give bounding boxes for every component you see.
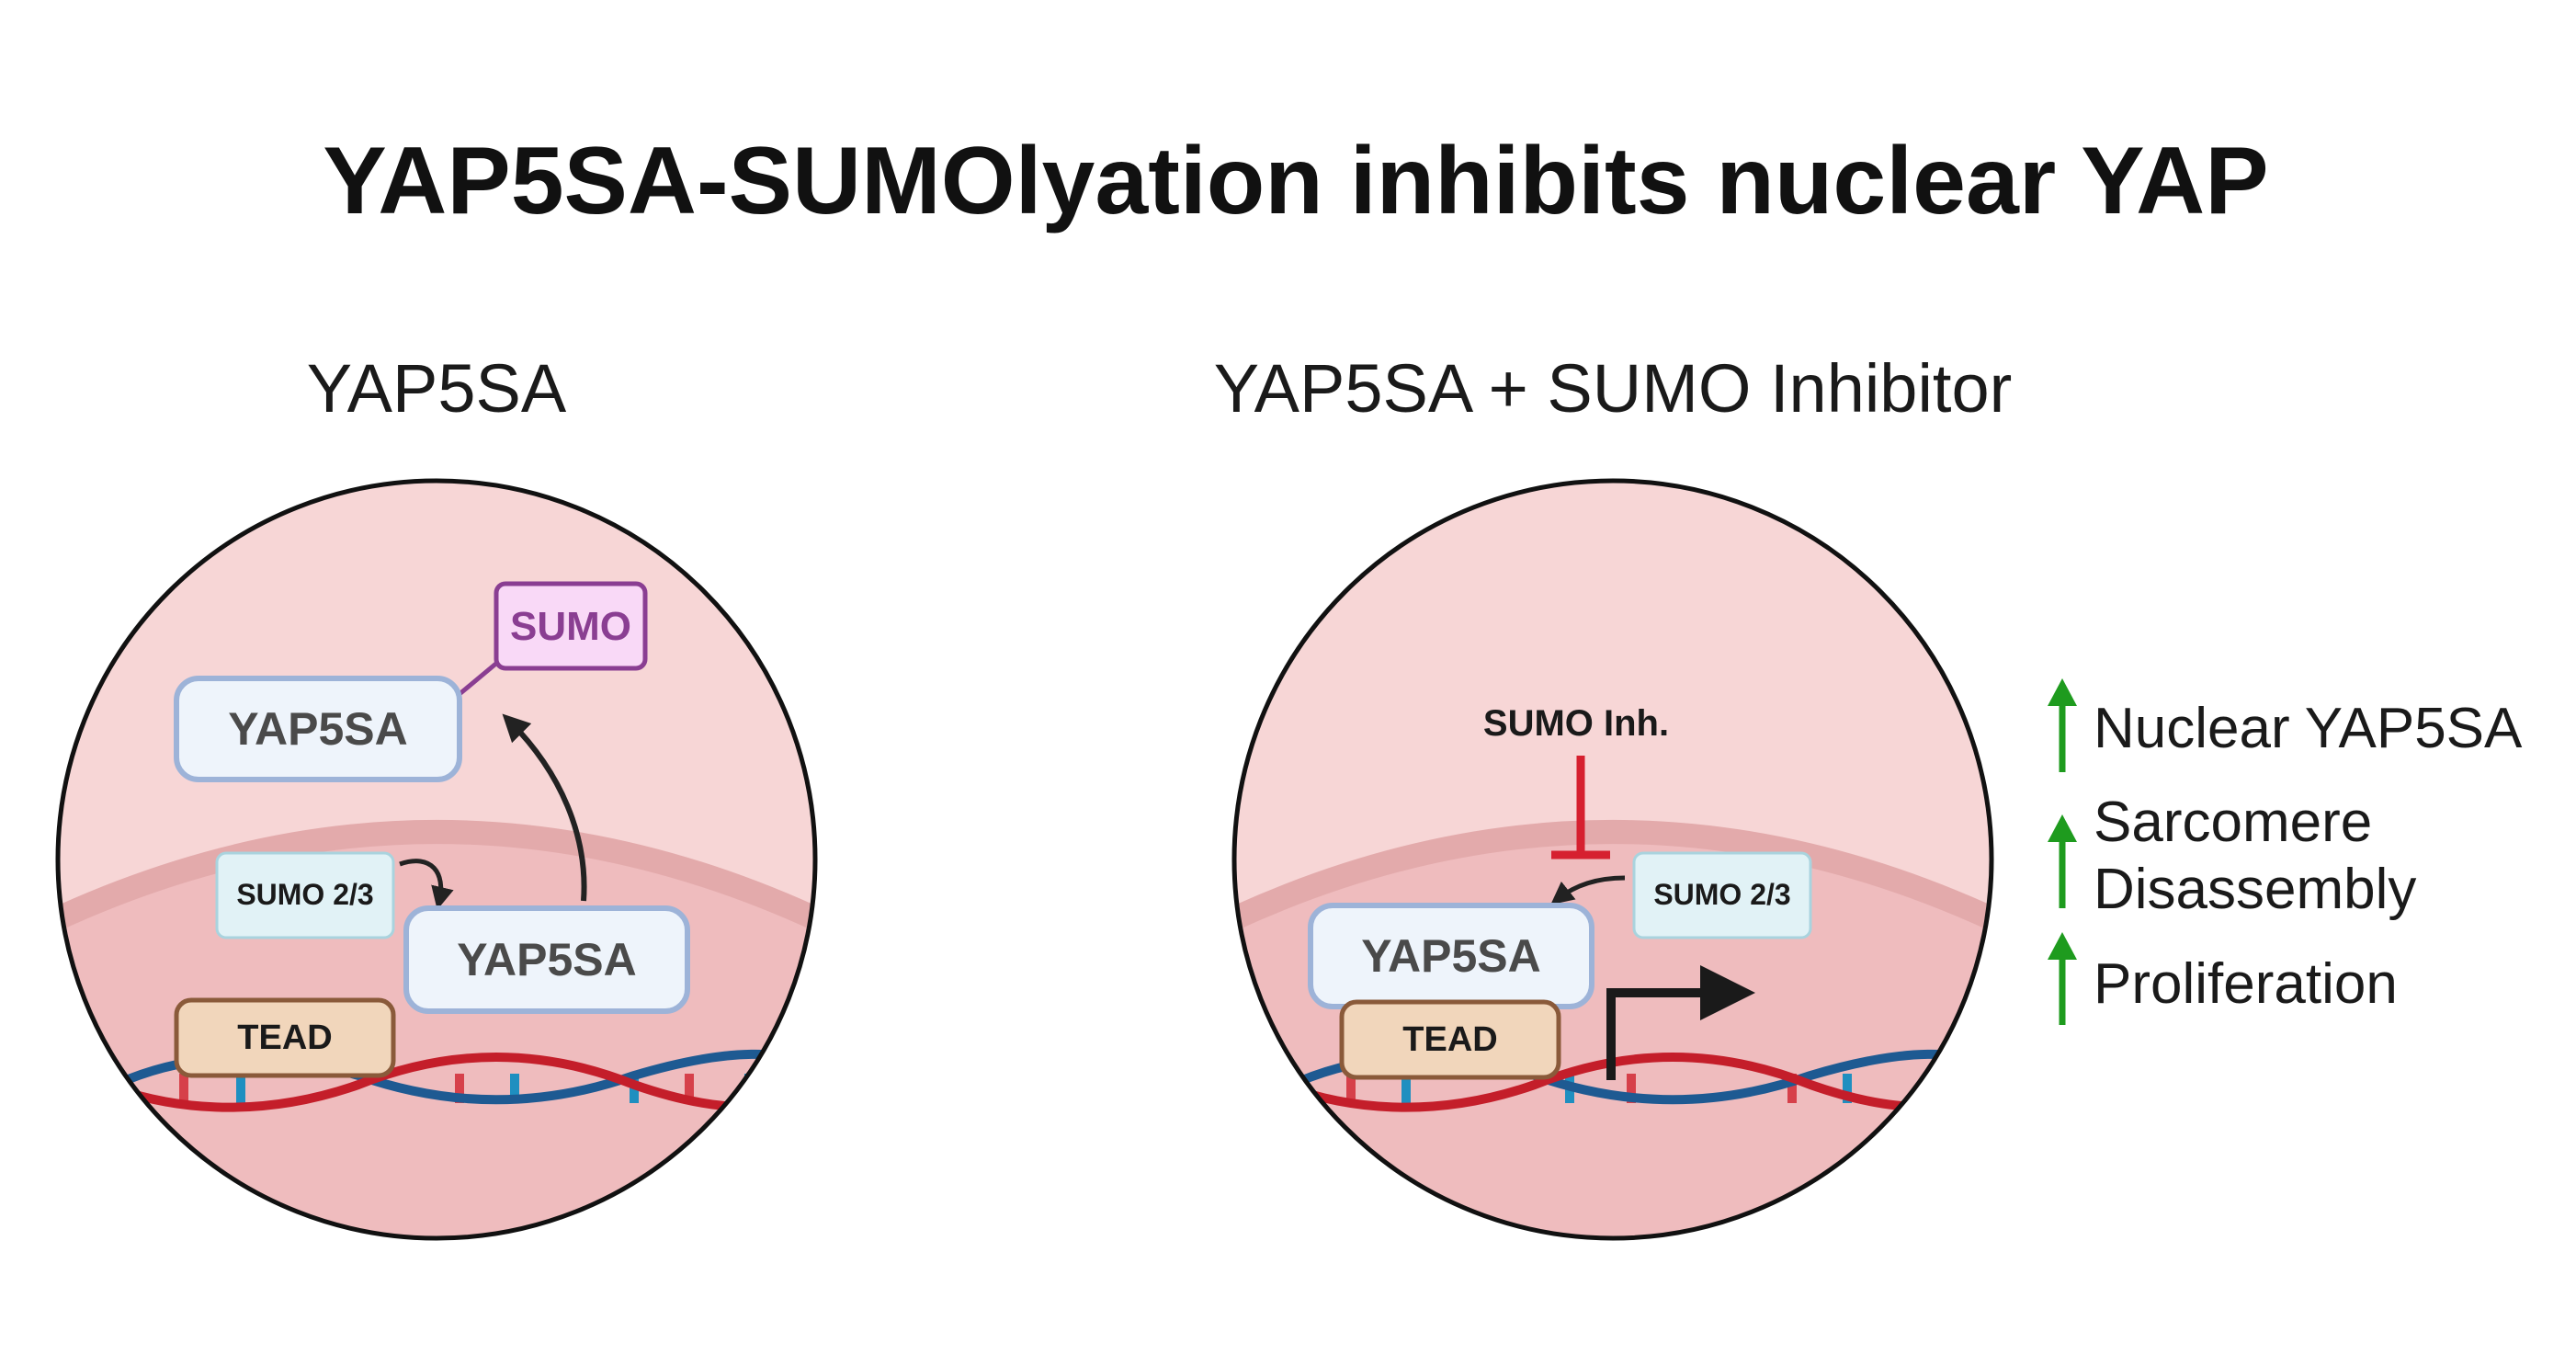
right-panel-title: YAP5SA + SUMO Inhibitor xyxy=(1214,350,2013,427)
transcription-arrow-icon xyxy=(1606,965,1755,1080)
yap5sa-nuclear-label: YAP5SA xyxy=(457,934,636,985)
sumo-tag-box xyxy=(494,581,648,671)
right-tead-box xyxy=(1339,999,1561,1080)
left-panel-title: YAP5SA xyxy=(307,350,567,427)
effect-item: Nuclear YAP5SA xyxy=(2048,678,2523,772)
right-cell: SUMO Inh. SUMO 2/3 YAP5SA TEAD xyxy=(1231,478,1994,1241)
small-curved-arrow-icon xyxy=(399,859,454,910)
left-sumo23-label: SUMO 2/3 xyxy=(236,878,373,911)
yap5sa-cytoplasmic-box xyxy=(174,676,462,782)
yap5sa-nuclear-box xyxy=(403,905,690,1014)
inhibition-bar-icon xyxy=(1551,756,1610,859)
right-cell-outline xyxy=(1231,478,1994,1241)
effect-label-line-2: Disassembly xyxy=(2094,858,2416,921)
curved-arrow-icon xyxy=(502,713,587,902)
effect-item: Proliferation xyxy=(2048,932,2398,1025)
right-small-arrow-icon xyxy=(1550,875,1626,905)
left-cell: SUMO YAP5SA SUMO 2/3 YAP5SA TEAD xyxy=(55,478,818,1241)
effect-label: Nuclear YAP5SA xyxy=(2094,697,2523,760)
sumo-tag-label: SUMO xyxy=(510,604,631,649)
left-sumo23-box xyxy=(215,851,395,939)
sumo-inhibitor-label: SUMO Inh. xyxy=(1483,703,1669,744)
up-arrow-icon xyxy=(2048,814,2077,908)
up-arrow-icon xyxy=(2048,678,2077,772)
left-nuclear-membrane xyxy=(58,820,815,939)
up-arrow-icon xyxy=(2048,932,2077,1025)
effect-label-line-1: Sarcomere xyxy=(2094,791,2372,854)
right-nuclear-membrane xyxy=(1234,820,1992,939)
left-tead-label: TEAD xyxy=(237,1019,332,1057)
effects-list: Nuclear YAP5SA Sarcomere Disassembly Pro… xyxy=(2048,678,2523,1025)
effect-label: Proliferation xyxy=(2094,952,2398,1016)
yap5sa-cytoplasmic-label: YAP5SA xyxy=(228,703,407,755)
right-yap5sa-label: YAP5SA xyxy=(1361,930,1540,982)
right-sumo23-label: SUMO 2/3 xyxy=(1653,878,1790,911)
left-cell-outline xyxy=(55,478,818,1241)
right-sumo23-box xyxy=(1632,851,1812,939)
figure-title: YAP5SA-SUMOlyation inhibits nuclear YAP xyxy=(323,128,2268,234)
left-tead-box xyxy=(174,997,396,1078)
effect-item: Sarcomere Disassembly xyxy=(2048,791,2416,921)
right-tead-label: TEAD xyxy=(1402,1020,1497,1059)
